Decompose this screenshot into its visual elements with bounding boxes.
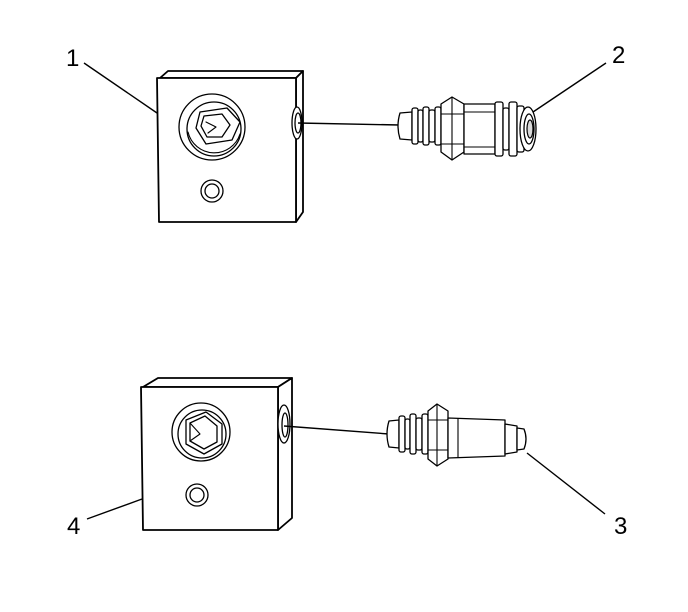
callout-3-leader	[526, 452, 606, 515]
callout-2-leader	[532, 62, 607, 113]
upper-block	[156, 70, 304, 223]
callout-2-label: 2	[612, 42, 625, 69]
upper-alignment-line	[297, 122, 401, 126]
callout-3-label: 3	[614, 513, 627, 540]
lower-alignment-line	[283, 425, 390, 435]
callout-1-label: 1	[66, 45, 79, 72]
upper-fitting	[397, 96, 537, 161]
lower-block	[140, 377, 293, 531]
callout-4-label: 4	[67, 513, 80, 540]
lower-fitting	[386, 403, 527, 467]
callout-4-leader	[86, 498, 143, 520]
callout-1-leader	[83, 62, 158, 114]
